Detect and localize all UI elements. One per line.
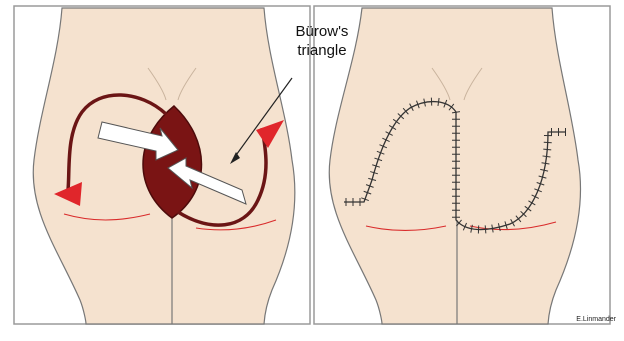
left-buttocks [33, 8, 295, 324]
artist-credit: E.Linmander [576, 316, 616, 323]
burow-label-line2: triangle [262, 41, 382, 60]
burow-label-line1: Bürow's [262, 22, 382, 41]
burow-triangle-label: Bürow's triangle [262, 22, 382, 60]
suture-stitch [485, 225, 486, 233]
suture-stitch [543, 149, 551, 150]
